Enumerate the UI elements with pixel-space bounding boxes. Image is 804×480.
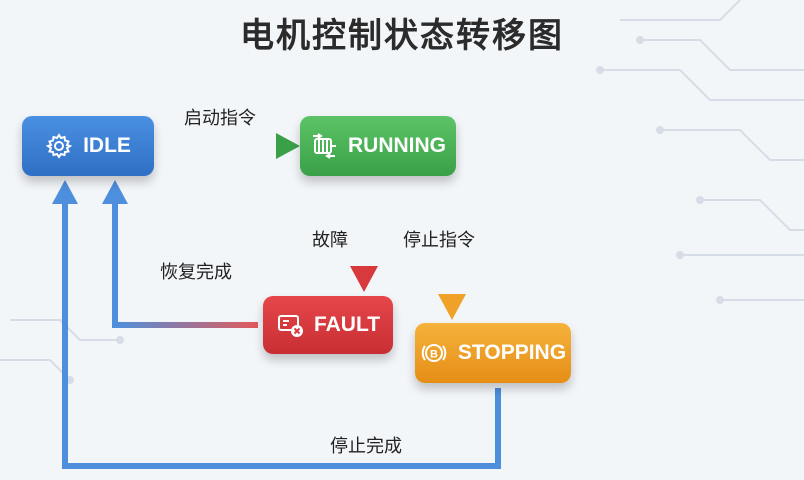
label-recovery-complete: 恢复完成 xyxy=(160,262,232,283)
state-label-idle: IDLE xyxy=(83,134,131,157)
state-fault: FAULT xyxy=(263,296,393,354)
state-label-stopping: STOPPING xyxy=(457,341,567,364)
gear-icon xyxy=(45,132,73,160)
label-stop-command: 停止指令 xyxy=(403,230,475,251)
arrow-start-command xyxy=(160,133,300,159)
state-label-running: RUNNING xyxy=(348,134,446,157)
brake-icon: B xyxy=(420,339,448,367)
diagram-title: 电机控制状态转移图 xyxy=(240,16,564,56)
arrow-fault xyxy=(350,182,378,292)
motor-icon xyxy=(310,132,338,160)
arrow-stop-complete xyxy=(52,180,501,469)
label-stop-complete: 停止完成 xyxy=(330,436,402,457)
arrow-recovery-complete xyxy=(102,180,258,328)
state-label-fault: FAULT xyxy=(313,313,381,336)
svg-text:B: B xyxy=(430,349,438,361)
arrow-stop-command xyxy=(438,182,466,320)
label-start-command: 启动指令 xyxy=(184,108,256,129)
state-stopping: B STOPPING xyxy=(415,323,571,383)
fault-screen-icon xyxy=(276,311,304,339)
state-idle: IDLE xyxy=(22,116,154,176)
label-fault: 故障 xyxy=(312,230,348,251)
state-running: RUNNING xyxy=(300,116,456,176)
